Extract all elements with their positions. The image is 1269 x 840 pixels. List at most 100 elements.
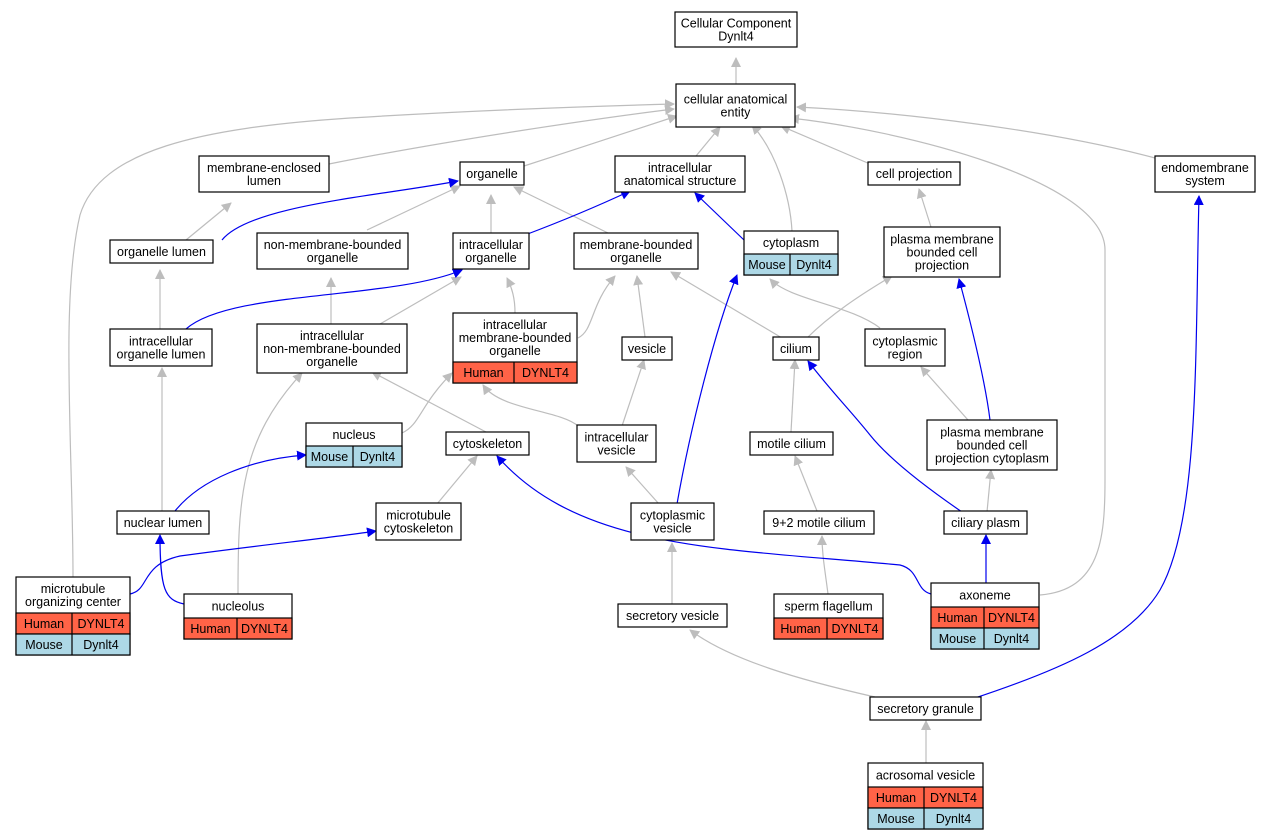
node-box: [621, 336, 673, 361]
node-label-line: bounded cell: [907, 246, 978, 260]
node-label-line: organizing center: [25, 595, 121, 609]
gene-symbol: Dynlt4: [83, 638, 118, 652]
node-ninetwo[interactable]: 9+2 motile cilium: [763, 510, 875, 535]
node-label-line: 9+2 motile cilium: [772, 516, 865, 530]
node-motile[interactable]: motile cilium: [749, 431, 834, 456]
edge-axoneme-cytoskeleton: [496, 455, 932, 595]
node-box: [256, 323, 408, 374]
node-label-line: cellular anatomical: [684, 93, 788, 107]
edge-pmbcpc-cregion: [920, 366, 969, 421]
edge-sgranule-endo: [971, 195, 1204, 700]
edge-cregion-cytoplasm: [769, 278, 881, 329]
node-label-line: entity: [721, 106, 752, 120]
edge-cvesicle-ivesicle: [625, 466, 660, 505]
gene-symbol: DYNLT4: [831, 622, 878, 636]
gene-symbol: Dynlt4: [360, 450, 395, 464]
node-label-line: intracellular: [585, 431, 649, 445]
node-label-line: organelle: [306, 355, 357, 369]
node-label-line: ciliary plasm: [951, 516, 1020, 530]
node-label-line: cell projection: [876, 167, 952, 181]
species-name: Mouse: [877, 812, 915, 826]
node-box: [198, 155, 330, 193]
node-svesicle[interactable]: secretory vesicle: [617, 603, 728, 628]
node-box: [943, 510, 1028, 535]
node-label-line: lumen: [247, 174, 281, 188]
node-label-line: organelle lumen: [117, 245, 206, 259]
edge-inmbo-intorg: [379, 276, 462, 325]
node-ciliary[interactable]: ciliary plasm: [943, 510, 1028, 535]
node-label-line: organelle: [610, 251, 661, 265]
node-label-line: cytoskeleton: [384, 522, 454, 536]
node-box: [867, 161, 961, 186]
node-cellproj[interactable]: cell projection: [867, 161, 961, 186]
edge-orglumen-organelle: [221, 177, 459, 241]
node-label-line: membrane-enclosed: [207, 161, 321, 175]
node-imbo[interactable]: intracellularmembrane-boundedorganelleHu…: [452, 312, 578, 384]
node-label-line: intracellular: [459, 238, 523, 252]
species-row: [930, 627, 1040, 650]
edge-iol-intorg: [185, 268, 463, 330]
edge-ninetwo-motile: [793, 455, 818, 512]
node-label-line: intracellular: [648, 161, 712, 175]
node-orglumen[interactable]: organelle lumen: [109, 239, 214, 264]
node-box: [452, 232, 530, 270]
gene-symbol: DYNLT4: [77, 617, 124, 631]
node-box: [883, 226, 1001, 278]
node-cytoskeleton[interactable]: cytoskeleton: [445, 431, 530, 456]
node-box: [109, 239, 214, 264]
node-label-line: anatomical structure: [624, 174, 737, 188]
edge-pmbcpc-pmbcp: [956, 278, 991, 421]
node-label-line: sperm flagellum: [784, 600, 872, 614]
node-label-line: microtubule: [41, 582, 106, 596]
gene-symbol: DYNLT4: [522, 366, 569, 380]
edge-ivesicle-vesicle: [621, 359, 646, 427]
node-cilium[interactable]: cilium: [772, 336, 820, 361]
node-organelle[interactable]: organelle: [459, 161, 525, 186]
node-label-line: cytoplasmic: [640, 509, 705, 523]
edge-nmbo-organelle: [366, 185, 461, 231]
node-box: [573, 232, 699, 270]
node-box: [445, 431, 530, 456]
node-label-line: cytoskeleton: [453, 437, 523, 451]
node-label-line: system: [1185, 174, 1225, 188]
node-label-line: plasma membrane: [890, 233, 994, 247]
node-box: [256, 232, 409, 270]
edges: [68, 57, 1204, 763]
node-box: [674, 11, 798, 48]
edge-ciliary-pmbcpc: [985, 469, 996, 513]
gene-symbol: DYNLT4: [988, 611, 1035, 625]
node-nlumen[interactable]: nuclear lumen: [116, 510, 210, 535]
node-sgranule[interactable]: secretory granule: [869, 696, 982, 721]
node-inmbo[interactable]: intracellularnon-membrane-boundedorganel…: [256, 323, 408, 374]
node-label-line: axoneme: [959, 589, 1010, 603]
node-label-line: Cellular Component: [681, 17, 792, 31]
node-box: [772, 336, 820, 361]
gene-symbol: DYNLT4: [930, 791, 977, 805]
node-label-line: projection cytoplasm: [935, 452, 1049, 466]
node-label-line: secretory vesicle: [626, 609, 719, 623]
node-vesicle[interactable]: vesicle: [621, 336, 673, 361]
